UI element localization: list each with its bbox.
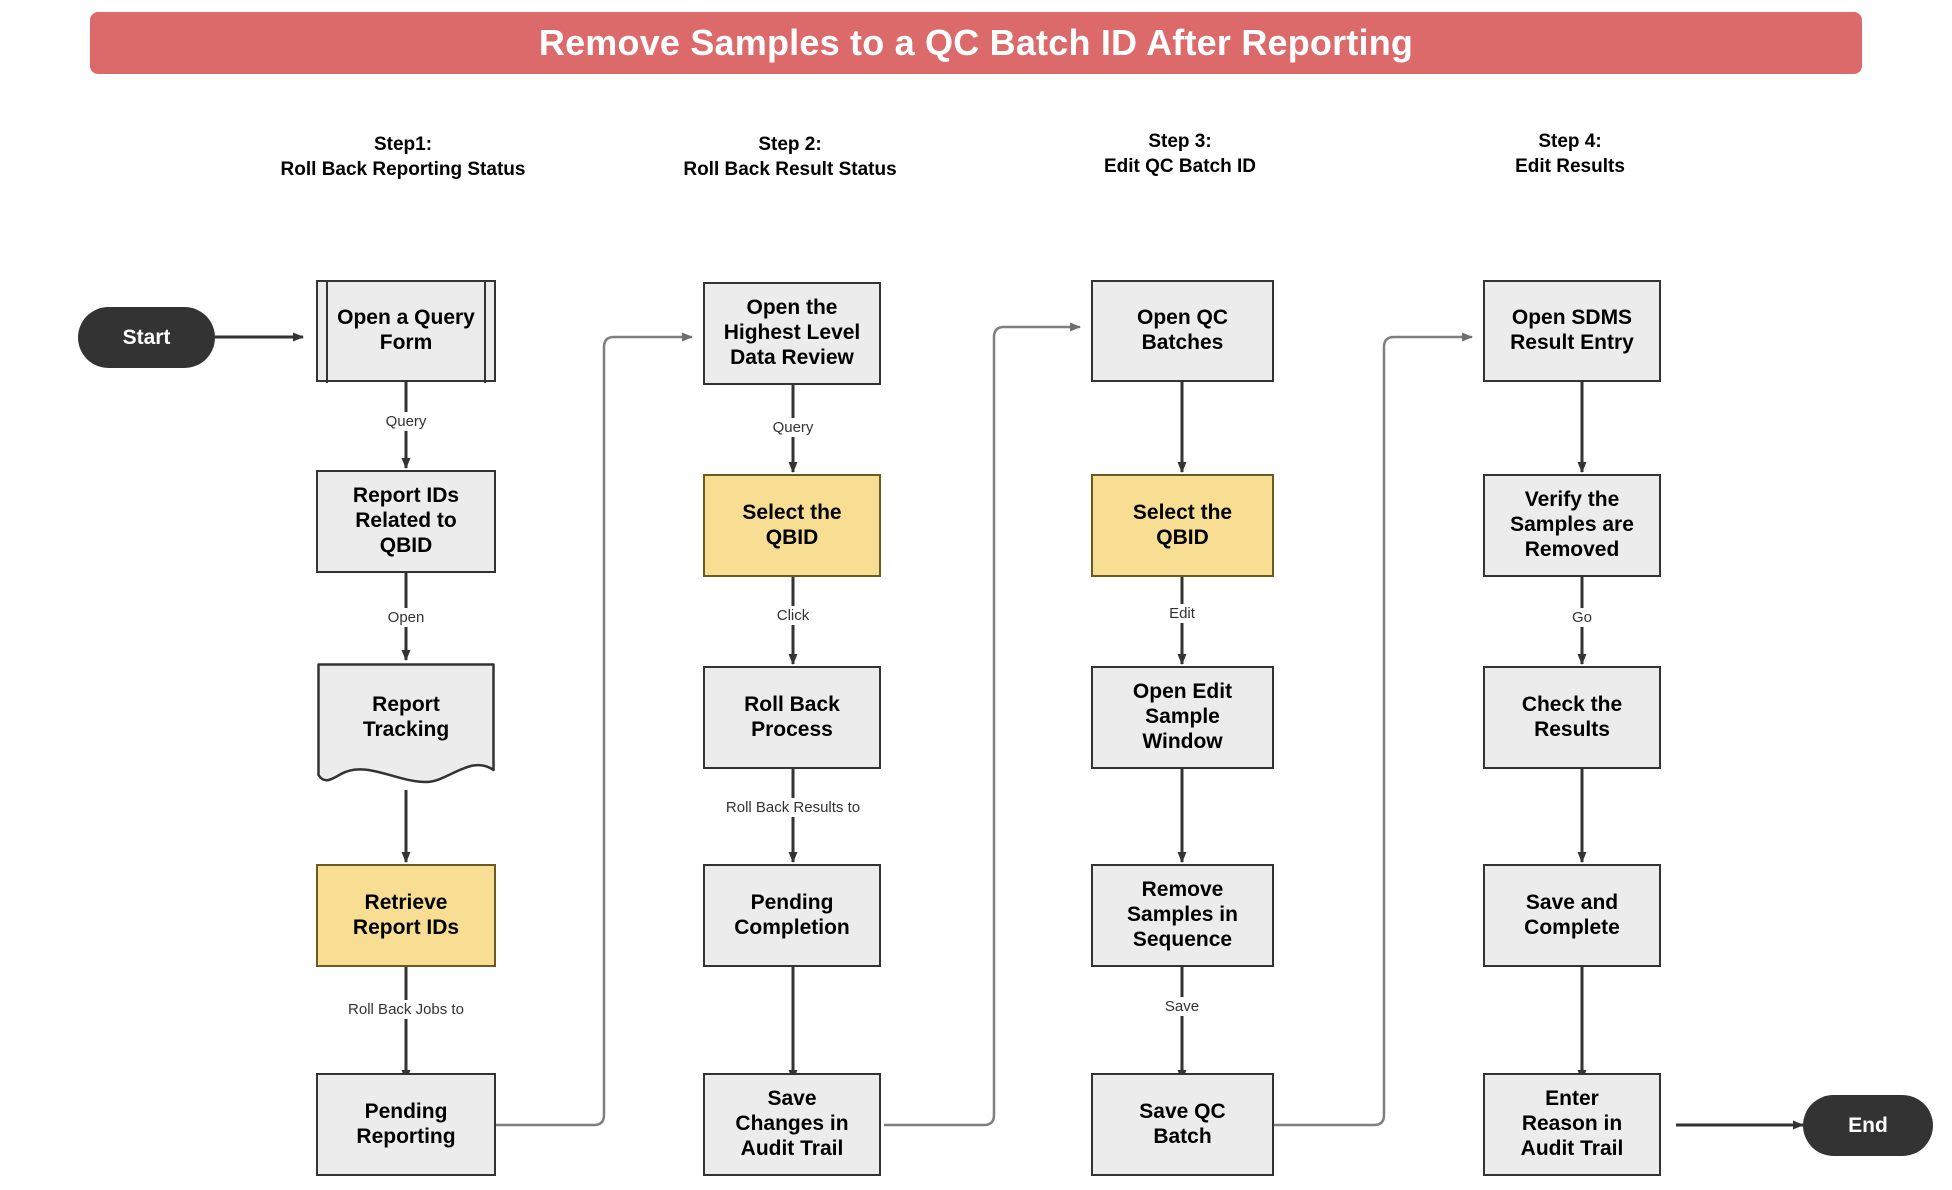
node-check-the-results-label: Check the Results	[1521, 692, 1623, 741]
node-select-the-qbid-step2[interactable]: Select the QBID	[703, 474, 881, 577]
column-header-step3-subtitle: Edit QC Batch ID	[1103, 155, 1256, 177]
column-header-step2-subtitle: Roll Back Result Status	[683, 158, 897, 180]
edge-col2-to-col3	[884, 322, 1081, 1127]
end-label: End	[1848, 1113, 1888, 1137]
end-terminator[interactable]: End	[1803, 1095, 1933, 1156]
node-pending-completion-label: Pending Completion	[734, 890, 850, 939]
edge-label-c1-rollback-jobs: Roll Back Jobs to	[343, 1000, 469, 1019]
node-save-changes-in-audit-trail[interactable]: Save Changes in Audit Trail	[703, 1073, 881, 1176]
start-terminator[interactable]: Start	[78, 307, 215, 368]
node-report-tracking[interactable]: Report Tracking	[316, 662, 496, 790]
node-enter-reason-in-audit-trail[interactable]: Enter Reason in Audit Trail	[1483, 1073, 1661, 1176]
node-open-qc-batches-label: Open QC Batches	[1136, 306, 1228, 354]
node-open-sdms-result-entry[interactable]: Open SDMS Result Entry	[1483, 280, 1661, 382]
node-pending-reporting[interactable]: Pending Reporting	[316, 1073, 496, 1176]
node-report-ids-related-to-qbid[interactable]: Report IDs Related to QBID	[316, 470, 496, 573]
edge-label-c3-edit: Edit	[1164, 604, 1200, 623]
node-verify-the-samples-are-removed-label: Verify the Samples are Removed	[1510, 488, 1634, 561]
node-retrieve-report-ids-label: Retrieve Report IDs	[352, 890, 460, 939]
edge-label-c1-query: Query	[380, 412, 432, 431]
node-open-sdms-result-entry-label: Open SDMS Result Entry	[1510, 306, 1634, 354]
node-open-the-highest-level-data-review-label: Open the Highest Level Data Review	[723, 296, 861, 369]
column-header-step1: Step1: Roll Back Reporting Status	[243, 133, 563, 182]
column-header-step4-subtitle: Edit Results	[1515, 155, 1625, 177]
node-pending-completion[interactable]: Pending Completion	[703, 864, 881, 967]
node-verify-the-samples-are-removed[interactable]: Verify the Samples are Removed	[1483, 474, 1661, 577]
node-remove-samples-in-sequence[interactable]: Remove Samples in Sequence	[1091, 864, 1274, 967]
node-open-edit-sample-window-label: Open Edit Sample Window	[1132, 680, 1233, 753]
column-header-step4-title: Step 4:	[1538, 131, 1602, 152]
node-open-a-query-form-label: Open a Query Form	[337, 306, 475, 354]
column-header-step3: Step 3: Edit QC Batch ID	[1020, 130, 1340, 179]
edge-label-c2-click: Click	[771, 606, 815, 625]
start-label: Start	[122, 325, 171, 349]
edge-col1-to-col2	[496, 332, 693, 1127]
node-open-qc-batches[interactable]: Open QC Batches	[1091, 280, 1274, 382]
node-report-ids-related-to-qbid-label: Report IDs Related to QBID	[352, 484, 460, 557]
column-header-step3-title: Step 3:	[1148, 131, 1212, 152]
column-header-step2-title: Step 2:	[758, 134, 822, 155]
title-banner: Remove Samples to a QC Batch ID After Re…	[90, 12, 1862, 74]
column-header-step2: Step 2: Roll Back Result Status	[630, 133, 950, 182]
node-save-changes-in-audit-trail-label: Save Changes in Audit Trail	[735, 1087, 849, 1160]
node-save-and-complete[interactable]: Save and Complete	[1483, 864, 1661, 967]
node-roll-back-process-label: Roll Back Process	[744, 692, 840, 741]
node-open-the-highest-level-data-review[interactable]: Open the Highest Level Data Review	[703, 282, 881, 385]
node-check-the-results[interactable]: Check the Results	[1483, 666, 1661, 769]
node-retrieve-report-ids[interactable]: Retrieve Report IDs	[316, 864, 496, 967]
edge-label-c3-save: Save	[1159, 997, 1205, 1016]
node-remove-samples-in-sequence-label: Remove Samples in Sequence	[1127, 878, 1238, 951]
edge-label-c2-rollback-results: Roll Back Results to	[720, 798, 866, 817]
document-shape	[317, 663, 495, 784]
node-select-the-qbid-step3-label: Select the QBID	[1132, 500, 1233, 549]
edge-label-c1-open: Open	[382, 608, 430, 627]
node-report-tracking-label: Report Tracking	[362, 693, 450, 741]
node-save-qc-batch[interactable]: Save QC Batch	[1091, 1073, 1274, 1176]
node-select-the-qbid-step3[interactable]: Select the QBID	[1091, 474, 1274, 577]
node-open-a-query-form[interactable]: Open a Query Form	[316, 279, 496, 383]
column-header-step1-title: Step1:	[373, 134, 433, 155]
edge-label-c4-go: Go	[1566, 608, 1598, 627]
node-roll-back-process[interactable]: Roll Back Process	[703, 666, 881, 769]
page-title: Remove Samples to a QC Batch ID After Re…	[538, 22, 1414, 63]
node-save-qc-batch-label: Save QC Batch	[1139, 1099, 1226, 1148]
column-header-step1-subtitle: Roll Back Reporting Status	[280, 158, 526, 180]
node-open-edit-sample-window[interactable]: Open Edit Sample Window	[1091, 666, 1274, 769]
node-enter-reason-in-audit-trail-label: Enter Reason in Audit Trail	[1520, 1087, 1624, 1160]
node-save-and-complete-label: Save and Complete	[1524, 890, 1620, 939]
node-select-the-qbid-step2-label: Select the QBID	[742, 500, 842, 549]
node-pending-reporting-label: Pending Reporting	[356, 1099, 456, 1148]
column-header-step4: Step 4: Edit Results	[1410, 130, 1730, 179]
edge-col3-to-col4	[1274, 332, 1473, 1127]
edge-label-c2-query: Query	[767, 418, 819, 437]
